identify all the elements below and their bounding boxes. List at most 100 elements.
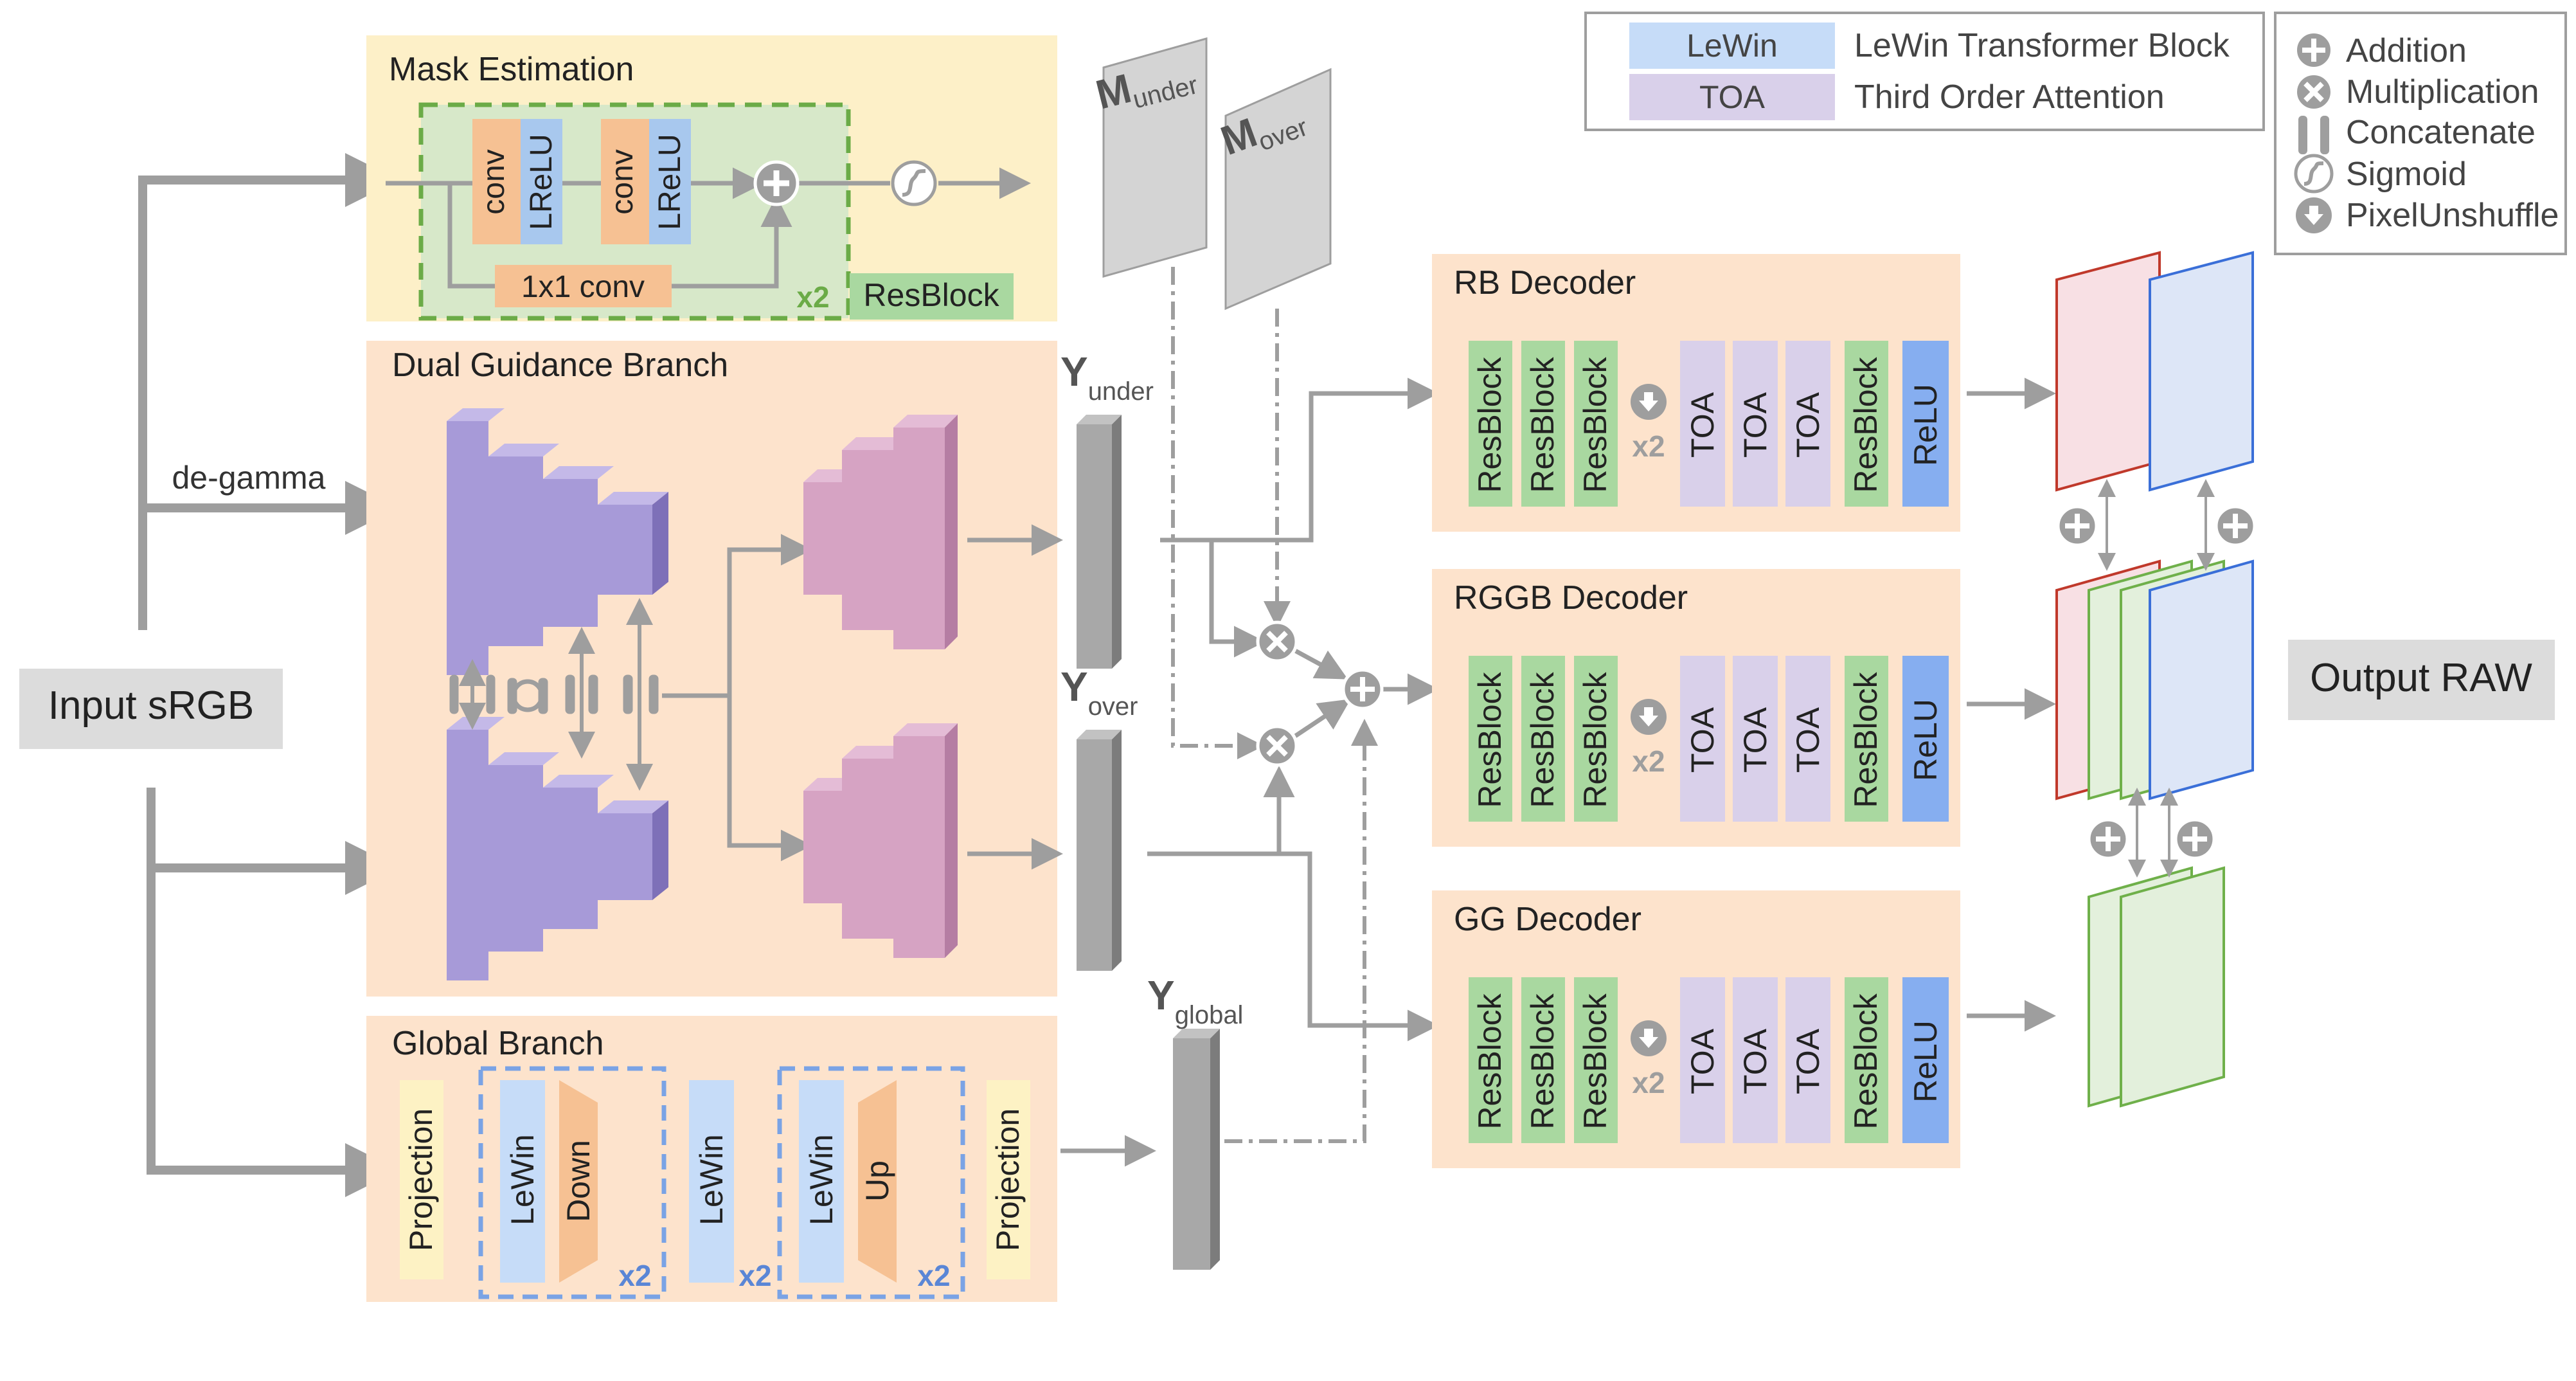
legend-lewin-full: LeWin Transformer Block xyxy=(1854,27,2230,64)
skip-conv-block xyxy=(495,265,672,307)
lrelu-block-1 xyxy=(521,119,562,244)
lewin-block-up xyxy=(799,1080,844,1283)
resblock-label: ResBlock xyxy=(1525,356,1561,492)
projection-in xyxy=(400,1080,443,1279)
resblock-label: ResBlock xyxy=(1577,356,1613,492)
fusion-wiring xyxy=(1060,377,1439,1167)
input-label: Input sRGB xyxy=(48,683,254,728)
resblock-block xyxy=(1469,656,1512,822)
addition-icon xyxy=(2174,818,2216,860)
svg-text:x2: x2 xyxy=(738,1259,771,1292)
toa-block xyxy=(1680,656,1725,822)
resblock-label: ResBlock xyxy=(1848,993,1884,1129)
svg-text:Yover: Yover xyxy=(1060,663,1138,721)
repeat-label: x2 xyxy=(1632,1066,1665,1099)
legend-lewin-abbr: LeWin xyxy=(1686,28,1778,64)
mask-estimation-panel: Mask Estimation ResBlock x2 conv LReLU c… xyxy=(366,35,1057,321)
resblock-block xyxy=(1521,656,1565,822)
relu-block xyxy=(1902,341,1949,507)
output-node: Output RAW xyxy=(2288,640,2555,720)
addition-icon xyxy=(2294,31,2333,69)
down-dashed-frame xyxy=(478,1066,666,1299)
resblock-block xyxy=(1521,341,1565,507)
sigmoid-icon xyxy=(891,160,937,206)
y-under-bar: Yunder xyxy=(1060,348,1154,669)
output-label: Output RAW xyxy=(2310,656,2532,700)
legend-toa-full: Third Order Attention xyxy=(1854,78,2165,116)
rggb-blue-plane xyxy=(2149,559,2254,800)
pixel-unshuffle-icon xyxy=(1631,384,1667,420)
svg-text:Projection: Projection xyxy=(990,1108,1026,1251)
toa-label: TOA xyxy=(1790,707,1826,773)
encoder-bottom xyxy=(447,717,668,980)
rb-blue-plane xyxy=(2149,251,2254,492)
input-node: Input sRGB xyxy=(19,669,283,749)
addition-icon xyxy=(753,160,800,206)
addition-icon xyxy=(1341,668,1384,710)
resblock-label: ResBlock xyxy=(1848,671,1884,808)
svg-text:Yglobal: Yglobal xyxy=(1147,972,1243,1029)
pixel-unshuffle-icon xyxy=(1631,699,1667,735)
encoder-top xyxy=(447,408,668,675)
toa-label: TOA xyxy=(1737,1028,1773,1094)
svg-text:x2: x2 xyxy=(618,1259,651,1292)
resblock-block xyxy=(1521,977,1565,1143)
projection-out xyxy=(987,1080,1030,1279)
toa-block xyxy=(1733,977,1778,1143)
symbol-legend-label: Sigmoid xyxy=(2346,156,2467,193)
relu-label: ReLU xyxy=(1908,699,1944,781)
resblock-block xyxy=(1574,977,1618,1143)
resblock-block xyxy=(1469,977,1512,1143)
pixel-unshuffle-icon xyxy=(2296,197,2332,233)
resblock-label: ResBlock xyxy=(1577,993,1613,1129)
raw-planes xyxy=(2055,251,2254,1108)
resblock-label: ResBlock xyxy=(1472,356,1508,492)
decoder-title: RGGB Decoder xyxy=(1454,579,1688,617)
decoder-top xyxy=(803,415,958,649)
symbol-legend: AdditionMultiplicationConcatenateSigmoid… xyxy=(2274,12,2567,255)
toa-label: TOA xyxy=(1790,392,1826,458)
repeat-label: x2 xyxy=(1632,429,1665,463)
resblock-block xyxy=(1845,977,1888,1143)
concatenate-icon xyxy=(2298,116,2329,154)
up-dashed-frame xyxy=(777,1066,965,1299)
sigmoid-icon xyxy=(2294,154,2334,194)
svg-text:conv: conv xyxy=(477,149,511,214)
fusion-symbols xyxy=(449,598,659,791)
toa-label: TOA xyxy=(1685,1028,1721,1094)
svg-text:1x1 conv: 1x1 conv xyxy=(521,270,645,304)
dual-guidance-panel: Dual Guidance Branch xyxy=(366,341,1063,997)
symbol-legend-label: PixelUnshuffle xyxy=(2346,197,2559,234)
global-branch-panel: Global Branch Projection LeWin Down x2 L… xyxy=(366,1016,1057,1302)
lewin-block-down xyxy=(500,1080,545,1283)
multiplication-icon xyxy=(1256,725,1298,767)
multiplication-icon xyxy=(1256,620,1298,663)
lewin-block-middle xyxy=(689,1080,734,1283)
rb-red-plane xyxy=(2055,251,2161,492)
toa-block xyxy=(1680,977,1725,1143)
decoder-title: RB Decoder xyxy=(1454,264,1636,302)
global-branch-title: Global Branch xyxy=(392,1025,604,1062)
mask-dashdot-lines xyxy=(1171,267,1378,1143)
lrelu-block-2 xyxy=(649,119,691,244)
svg-text:LReLU: LReLU xyxy=(524,134,559,230)
resblock-block xyxy=(1574,656,1618,822)
resblock-block xyxy=(1845,656,1888,822)
resblock-label: ResBlock xyxy=(1472,671,1508,808)
toa-block xyxy=(1785,341,1830,507)
relu-label: ReLU xyxy=(1908,384,1944,466)
toa-block xyxy=(1733,656,1778,822)
resblock-label: ResBlock xyxy=(1848,356,1884,492)
decoder-title: GG Decoder xyxy=(1454,901,1641,938)
toa-label: TOA xyxy=(1737,707,1773,773)
toa-label: TOA xyxy=(1790,1028,1826,1094)
degamma-label: de-gamma xyxy=(172,460,326,496)
input-arrows xyxy=(138,153,399,1197)
svg-text:LReLU: LReLU xyxy=(653,134,687,230)
svg-text:LeWin: LeWin xyxy=(693,1134,729,1225)
pixel-unshuffle-icon xyxy=(1631,1020,1667,1056)
